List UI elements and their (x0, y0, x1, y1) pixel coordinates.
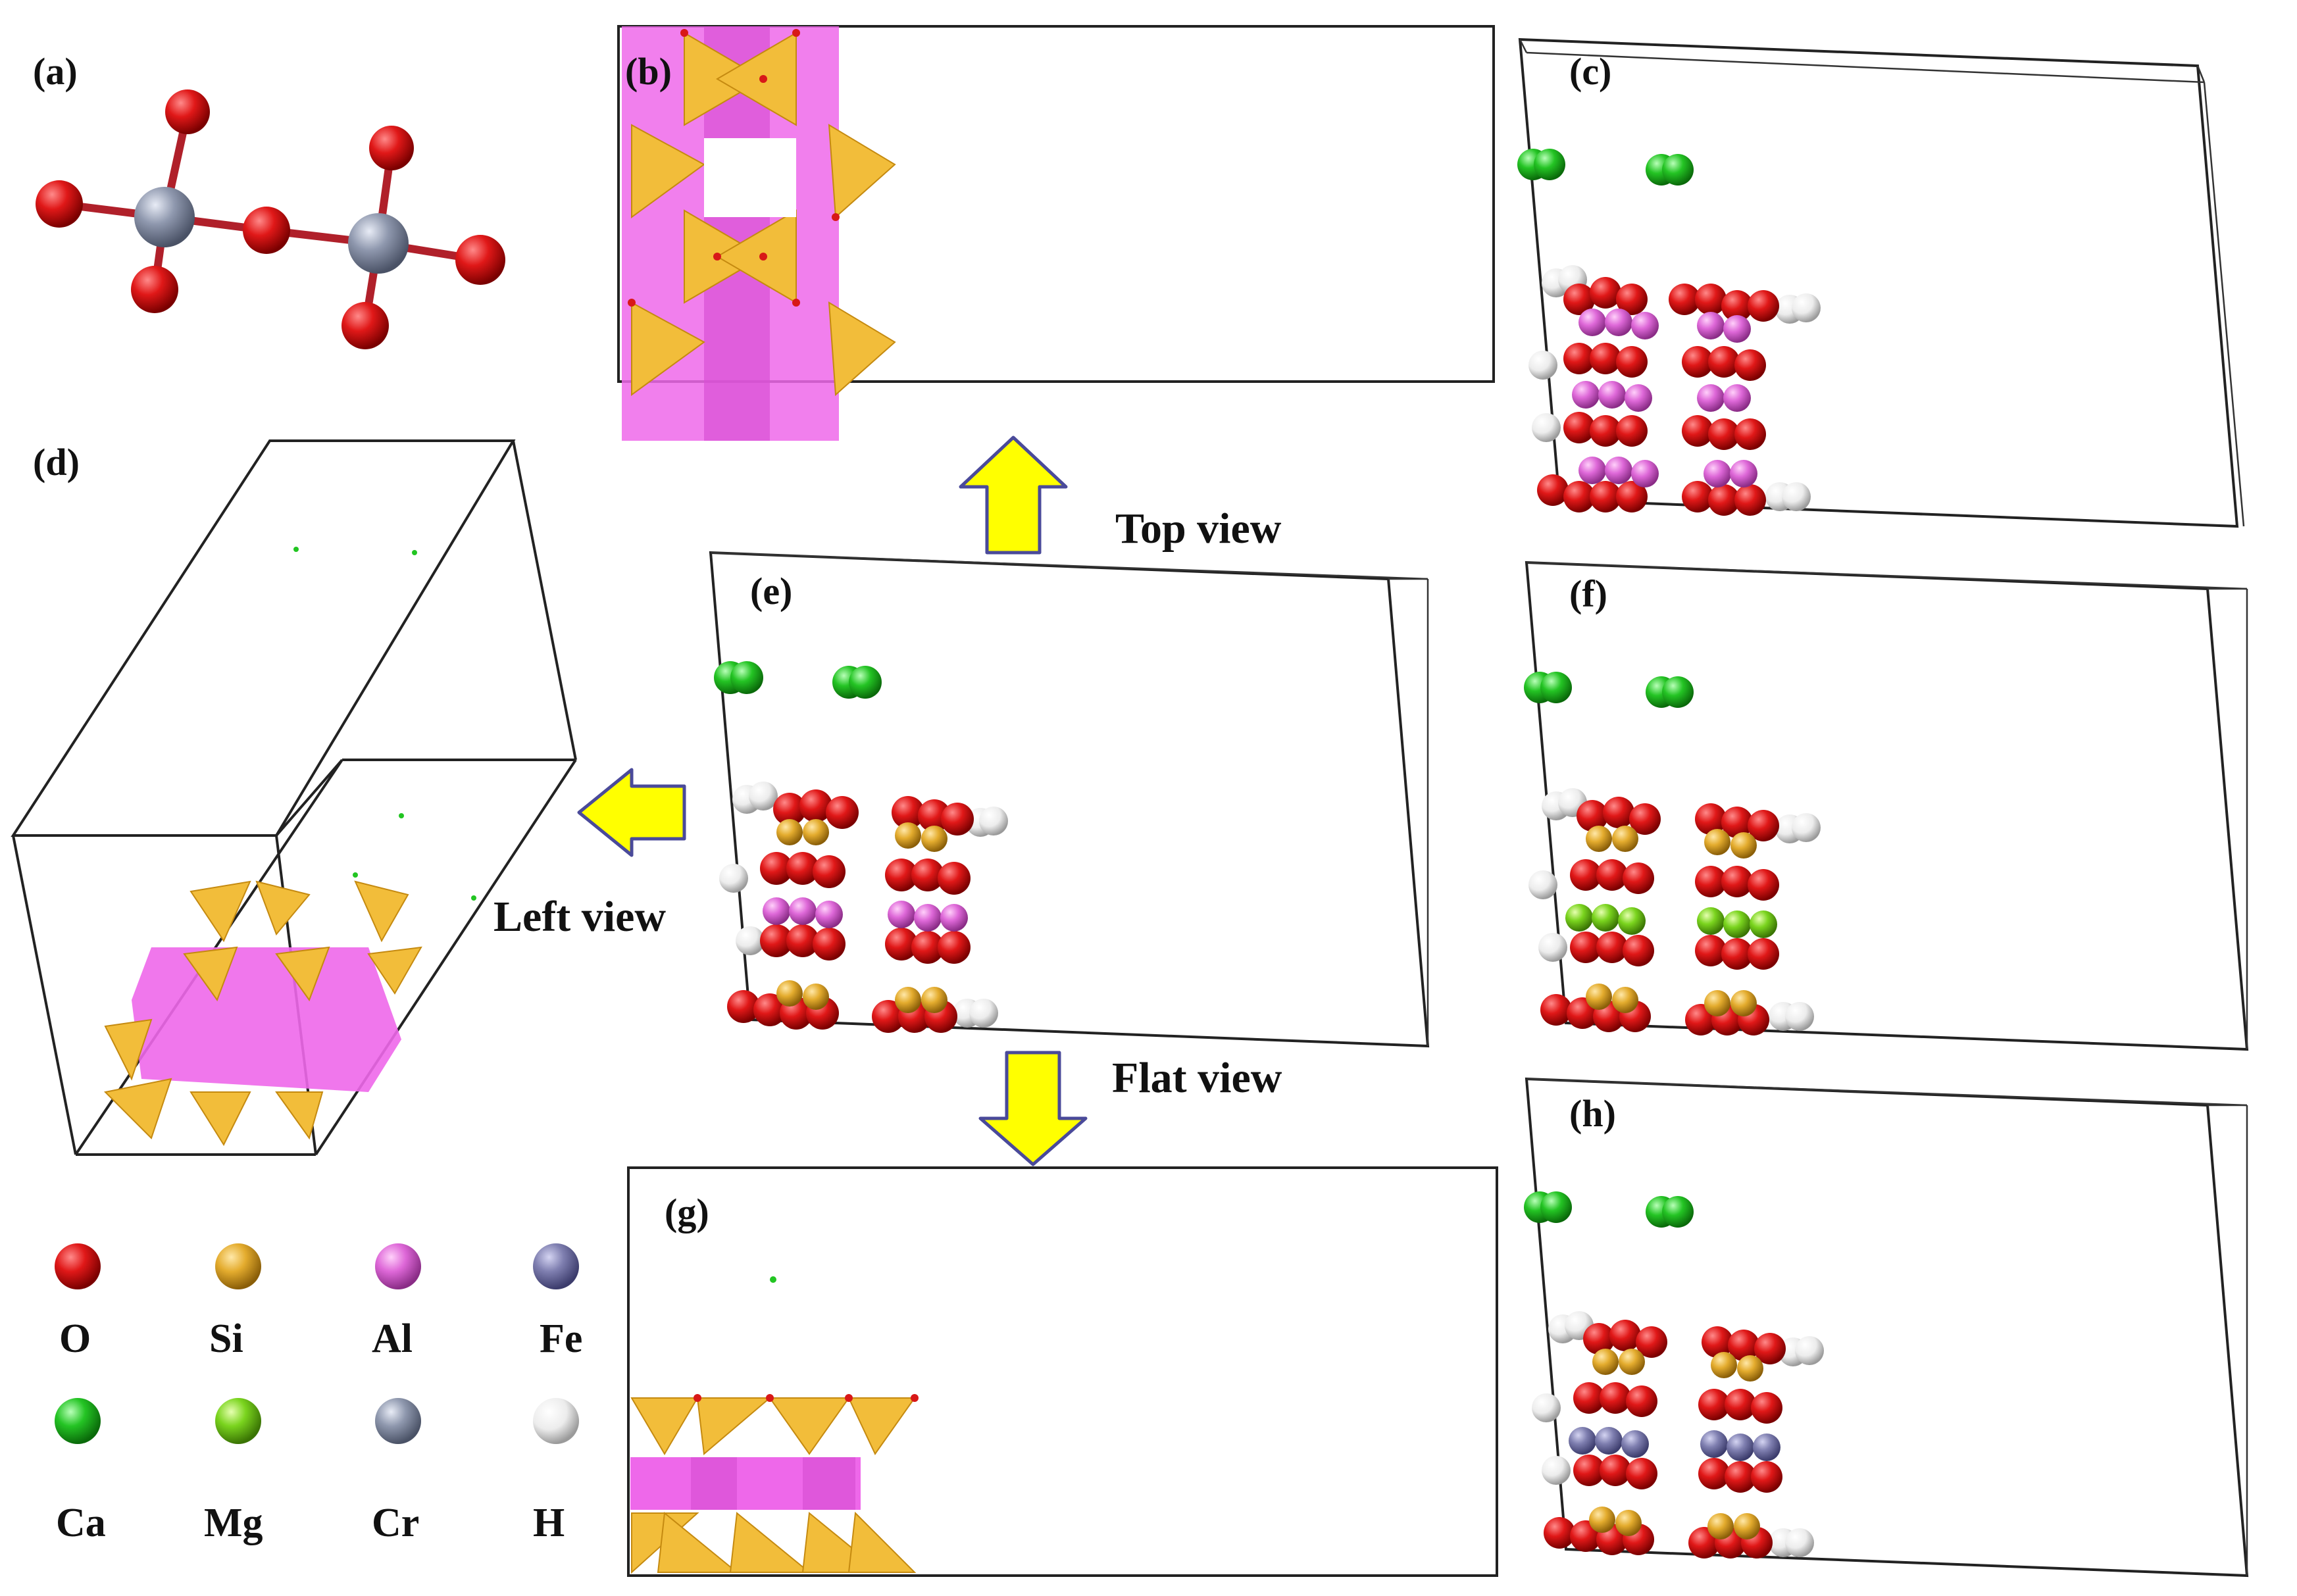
legend-iron-icon (533, 1243, 579, 1289)
panel-g-structure (627, 1166, 1498, 1577)
panel-a-label: (a) (33, 50, 78, 93)
legend-calcium-icon (55, 1398, 101, 1444)
top-view-arrow (959, 436, 1068, 555)
top-view-label: Top view (1115, 505, 1282, 553)
panel-f-label: (f) (1569, 572, 1607, 615)
legend-label-mg: Mg (204, 1501, 263, 1545)
panel-b-structure (617, 25, 1495, 441)
legend-oxygen-icon (55, 1243, 101, 1289)
legend-label-ca: Ca (56, 1501, 106, 1545)
legend-magnesium-icon (215, 1398, 261, 1444)
legend-chromium-icon (375, 1398, 421, 1444)
legend-label-si: Si (209, 1316, 243, 1361)
legend-label-al: Al (372, 1316, 413, 1361)
panel-d-structure (11, 439, 577, 1156)
legend-label-h: H (533, 1501, 565, 1545)
panel-e-label: (e) (750, 570, 792, 612)
panel-g-label: (g) (665, 1191, 709, 1234)
panel-h-label: (h) (1569, 1092, 1616, 1135)
legend-label-o: O (59, 1316, 91, 1361)
panel-e-structure (709, 551, 1430, 1048)
panel-a-molecule (36, 89, 505, 349)
left-view-arrow (577, 768, 686, 857)
panel-b-label: (b) (625, 50, 672, 93)
flat-view-arrow (978, 1051, 1088, 1166)
left-view-label: Left view (493, 893, 666, 941)
legend-aluminum-icon (375, 1243, 421, 1289)
panel-d-label: (d) (33, 441, 80, 484)
panel-c-label: (c) (1569, 50, 1611, 93)
legend-label-cr: Cr (372, 1501, 419, 1545)
panel-f-structure (1524, 561, 2249, 1051)
panel-b-cell-box (617, 25, 1495, 383)
legend-hydrogen-icon (533, 1398, 579, 1444)
panel-c-structure (1517, 37, 2245, 528)
legend-label-fe: Fe (540, 1316, 582, 1361)
panel-h-structure (1524, 1077, 2249, 1578)
panel-g-cell-box (627, 1166, 1498, 1577)
atom-legend: O Si Al Fe Ca Mg Cr H (55, 1243, 582, 1545)
flat-view-label: Flat view (1112, 1054, 1282, 1102)
legend-silicon-icon (215, 1243, 261, 1289)
